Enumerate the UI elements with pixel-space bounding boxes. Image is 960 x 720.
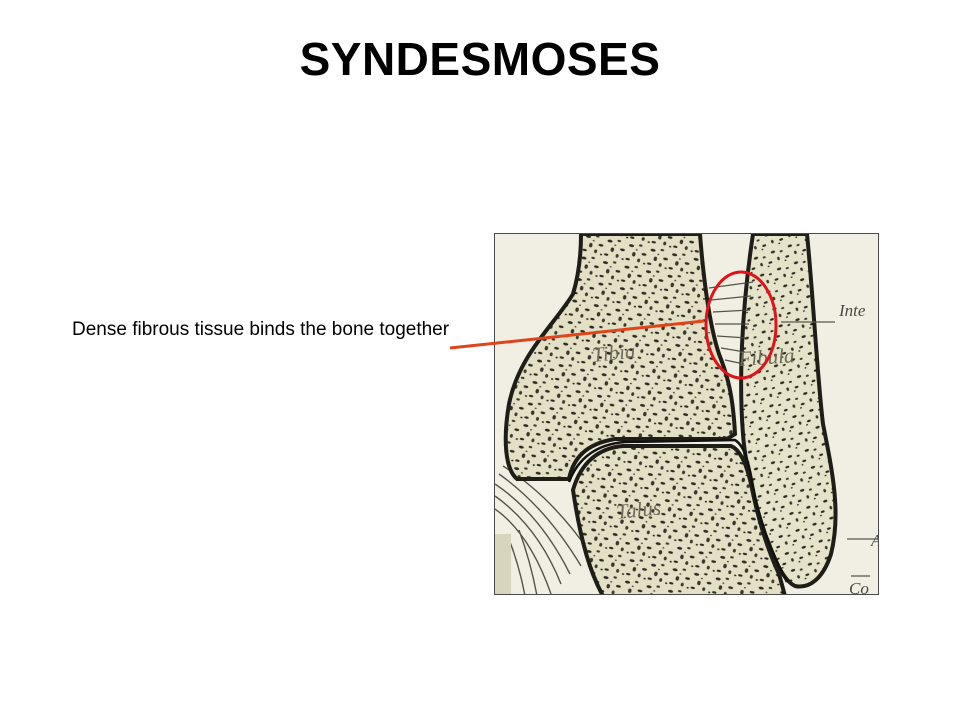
tibia-bone bbox=[503, 234, 738, 481]
ankle-ligaments bbox=[495, 465, 592, 594]
talus-bone bbox=[570, 444, 787, 594]
slide-title: SYNDESMOSES bbox=[299, 33, 661, 85]
pointer-line bbox=[449, 319, 705, 350]
ankle-syndesmosis-figure: Tibia Fibula Talus Inte A Co bbox=[494, 233, 879, 595]
talus-label: Talus bbox=[615, 495, 662, 524]
malleolus-edge bbox=[495, 534, 511, 594]
edge-label-co: Co bbox=[849, 579, 869, 595]
fibula-label: Fibula bbox=[737, 343, 796, 371]
edge-label-a: A bbox=[870, 531, 879, 550]
interosseous-label: Inte bbox=[838, 301, 866, 320]
ankle-illustration: Tibia Fibula Talus Inte A Co bbox=[495, 234, 879, 595]
joint-line bbox=[567, 438, 789, 583]
caption-text: Dense fibrous tissue binds the bone toge… bbox=[72, 319, 450, 340]
highlight-circle bbox=[704, 270, 778, 380]
tibia-label: Tibia bbox=[591, 339, 636, 367]
